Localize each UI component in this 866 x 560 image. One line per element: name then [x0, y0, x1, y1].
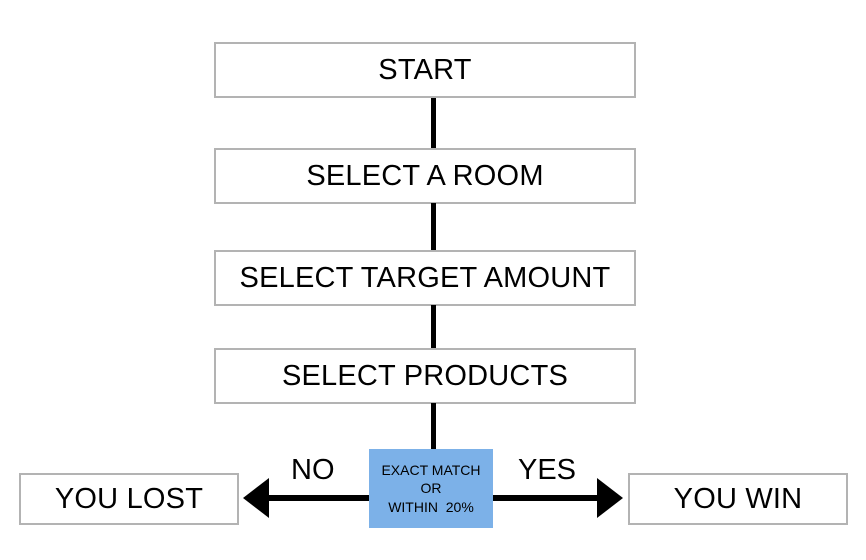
branch-label-no: NO: [291, 454, 335, 486]
node-start[interactable]: START: [214, 42, 636, 98]
connector-target-amount-to-select-products: [431, 305, 436, 349]
arrowhead-right-icon: [597, 478, 623, 518]
node-you-win-label: YOU WIN: [673, 482, 803, 515]
arrowhead-left-icon: [243, 478, 269, 518]
decision-line-3: WITHIN 20%: [388, 498, 474, 515]
connector-select-products-to-decision: [431, 403, 436, 458]
node-select-target-amount[interactable]: SELECT TARGET AMOUNT: [214, 250, 636, 306]
node-select-room-label: SELECT A ROOM: [306, 159, 544, 192]
node-you-lost[interactable]: YOU LOST: [19, 473, 239, 525]
decision-line-1: EXACT MATCH: [381, 461, 481, 478]
node-select-products-label: SELECT PRODUCTS: [281, 359, 569, 392]
node-select-products[interactable]: SELECT PRODUCTS: [214, 348, 636, 404]
node-you-win[interactable]: YOU WIN: [628, 473, 848, 525]
branch-label-yes: YES: [518, 454, 577, 486]
connector-start-to-select-room: [431, 98, 436, 149]
arrow-yes-shaft: [468, 495, 608, 501]
node-you-lost-label: YOU LOST: [54, 482, 204, 515]
node-select-target-amount-label: SELECT TARGET AMOUNT: [239, 261, 611, 294]
node-start-label: START: [378, 53, 472, 86]
arrow-no-shaft: [258, 495, 398, 501]
decision-line-2: OR: [420, 480, 442, 497]
node-select-room[interactable]: SELECT A ROOM: [214, 148, 636, 204]
connector-select-room-to-target-amount: [431, 203, 436, 251]
node-decision-exact-match[interactable]: EXACT MATCH OR WITHIN 20%: [369, 449, 493, 528]
